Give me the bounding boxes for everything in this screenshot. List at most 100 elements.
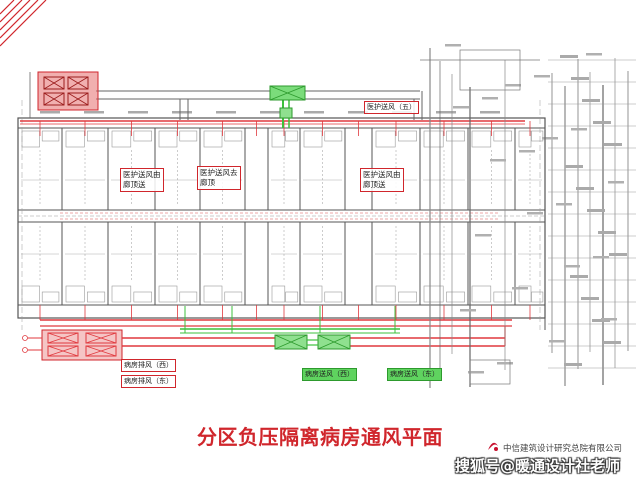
annotation-text xyxy=(556,203,572,206)
supply-unit-top-cross xyxy=(269,85,306,101)
label-ward-supply-east: 病房送风（东） xyxy=(387,368,442,381)
room-bathroom xyxy=(493,130,513,142)
fan-unit-cross xyxy=(47,332,79,344)
room-anteroom xyxy=(111,130,132,148)
room-bathroom xyxy=(531,130,544,142)
fan-unit-cross xyxy=(43,76,65,90)
room-anteroom xyxy=(65,285,85,303)
room-bathroom xyxy=(133,291,153,303)
corner-stripe xyxy=(0,0,31,31)
label-staff-supply-5: 医护送风（五） xyxy=(364,101,419,114)
fan-unit-cross xyxy=(85,332,117,344)
label-line: 医护送风由 xyxy=(123,170,161,179)
room-bathroom xyxy=(224,130,243,142)
fan-unit-cross xyxy=(85,345,117,357)
room-bathroom xyxy=(133,130,153,142)
room-anteroom xyxy=(21,285,40,303)
riser-text xyxy=(564,363,582,366)
room-bathroom xyxy=(398,291,417,303)
dimension-text xyxy=(436,111,456,114)
room-bathroom xyxy=(493,291,513,303)
fan-unit-cross xyxy=(43,92,65,106)
annotation-text xyxy=(527,212,543,215)
company-name: 中信建筑设计研究总院有限公司 xyxy=(503,444,623,454)
room-anteroom xyxy=(423,285,444,303)
riser-text xyxy=(609,253,627,256)
equipment-frame xyxy=(469,359,511,385)
annotation-text xyxy=(593,256,609,259)
annotation-text xyxy=(468,371,484,374)
room-anteroom xyxy=(158,130,178,148)
fan-unit xyxy=(85,332,117,344)
annotation-text xyxy=(460,309,476,312)
room-anteroom xyxy=(518,285,532,303)
room-bathroom xyxy=(179,291,198,303)
annotation-text xyxy=(453,106,469,109)
fan-unit-cross xyxy=(67,92,89,106)
room-anteroom xyxy=(375,130,396,148)
riser-text xyxy=(603,341,621,344)
fan-unit xyxy=(85,345,117,357)
ventilation-plan-drawing xyxy=(0,0,636,388)
riser-text xyxy=(604,143,622,146)
room-anteroom xyxy=(271,130,286,148)
annotation-text xyxy=(586,53,602,56)
annotation-text xyxy=(571,128,587,131)
corner-stripe xyxy=(0,0,15,15)
room-bathroom xyxy=(41,130,60,142)
fan-unit xyxy=(43,92,65,106)
label-ward-exhaust-east: 病房排风（东） xyxy=(121,375,176,388)
room-bathroom xyxy=(285,130,299,142)
annotation-text xyxy=(475,234,491,237)
fan-unit-cross xyxy=(47,345,79,357)
label-line: 医护送风去 xyxy=(200,168,238,177)
room-anteroom xyxy=(111,285,132,303)
riser-text xyxy=(560,55,578,58)
annotation-text xyxy=(608,181,624,184)
label-staff-supply-b: 医护送风去 廊顶 xyxy=(197,166,241,190)
riser-text xyxy=(571,77,589,80)
room-bathroom xyxy=(41,291,60,303)
exhaust-unit-bottom xyxy=(41,329,123,361)
annotation-text xyxy=(490,159,506,162)
corner-stripe xyxy=(0,0,47,47)
dimension-text xyxy=(480,111,500,114)
outlet-marker xyxy=(22,347,28,353)
room-anteroom xyxy=(471,130,492,148)
slide-title: 分区负压隔离病房通风平面 xyxy=(197,425,443,449)
room-bathroom xyxy=(446,291,465,303)
annotation-text xyxy=(445,44,461,47)
annotation-text xyxy=(505,84,521,87)
room-anteroom xyxy=(203,285,223,303)
dimension-text xyxy=(40,111,60,114)
fan-unit xyxy=(43,76,65,90)
label-line: 廊顶送 xyxy=(363,180,386,189)
supply-unit-west-cross xyxy=(274,334,308,350)
room-anteroom xyxy=(158,285,178,303)
room-anteroom xyxy=(518,130,532,148)
room-bathroom xyxy=(324,291,343,303)
label-line: 廊顶送 xyxy=(123,180,146,189)
dimension-text xyxy=(304,111,324,114)
annotation-text xyxy=(519,150,535,153)
watermark: 搜狐号@暖通设计社老师 xyxy=(455,457,621,475)
riser-text xyxy=(593,121,611,124)
room-anteroom xyxy=(303,285,323,303)
annotation-text xyxy=(549,340,565,343)
room-bathroom xyxy=(87,291,106,303)
riser-text xyxy=(582,99,600,102)
room-anteroom xyxy=(65,130,85,148)
room-bathroom xyxy=(446,130,465,142)
room-bathroom xyxy=(324,130,343,142)
annotation-text xyxy=(601,318,617,321)
label-line: 医护送风由 xyxy=(363,170,401,179)
riser-text xyxy=(598,231,616,234)
fan-unit xyxy=(67,76,89,90)
room-bathroom xyxy=(179,130,198,142)
room-anteroom xyxy=(303,130,323,148)
room-anteroom xyxy=(375,285,396,303)
fan-unit-cross xyxy=(67,76,89,90)
room-bathroom xyxy=(87,130,106,142)
annotation-text xyxy=(564,265,580,268)
